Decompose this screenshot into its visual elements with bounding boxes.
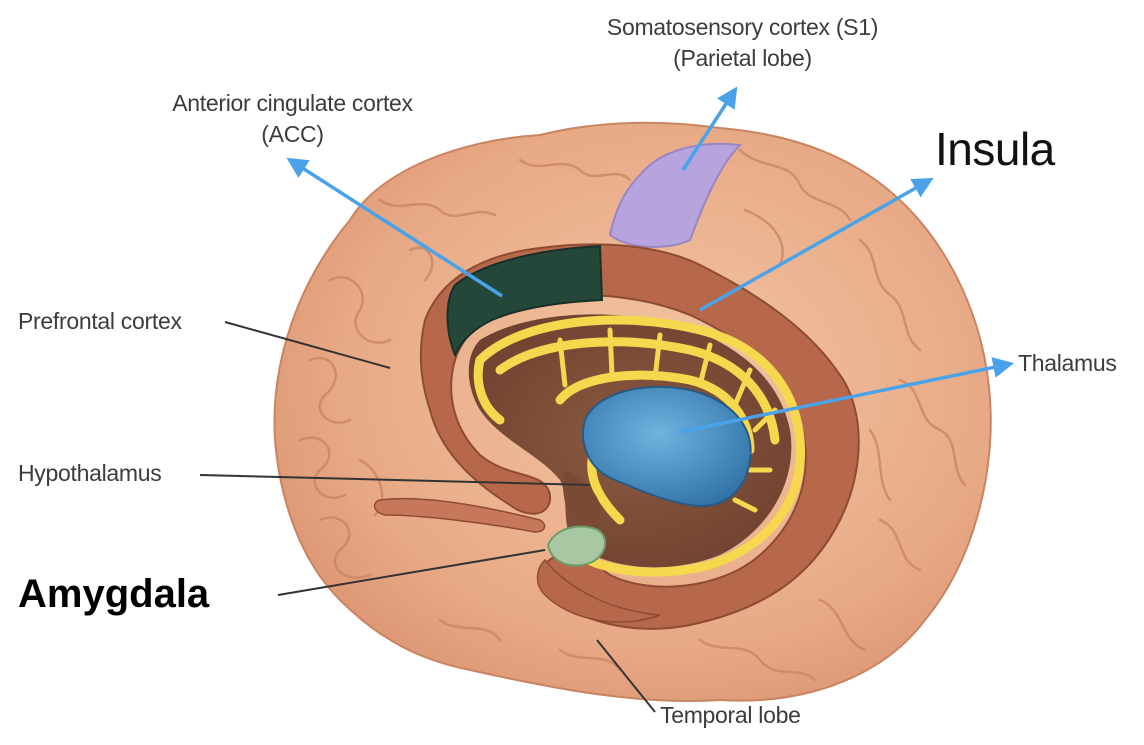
label-acc-line2: (ACC) (140, 121, 445, 148)
label-somatosensory-line2: (Parietal lobe) (575, 45, 910, 72)
label-temporal: Temporal lobe (660, 702, 801, 729)
label-acc: Anterior cingulate cortex (ACC) (140, 90, 445, 148)
label-thalamus: Thalamus (1018, 350, 1117, 377)
label-somatosensory-line1: Somatosensory cortex (S1) (575, 14, 910, 41)
label-insula: Insula (935, 122, 1055, 176)
label-acc-line1: Anterior cingulate cortex (140, 90, 445, 117)
label-amygdala: Amygdala (18, 572, 209, 617)
label-hypothalamus: Hypothalamus (18, 460, 161, 487)
label-prefrontal: Prefrontal cortex (18, 308, 182, 335)
label-somatosensory: Somatosensory cortex (S1) (Parietal lobe… (575, 14, 910, 72)
